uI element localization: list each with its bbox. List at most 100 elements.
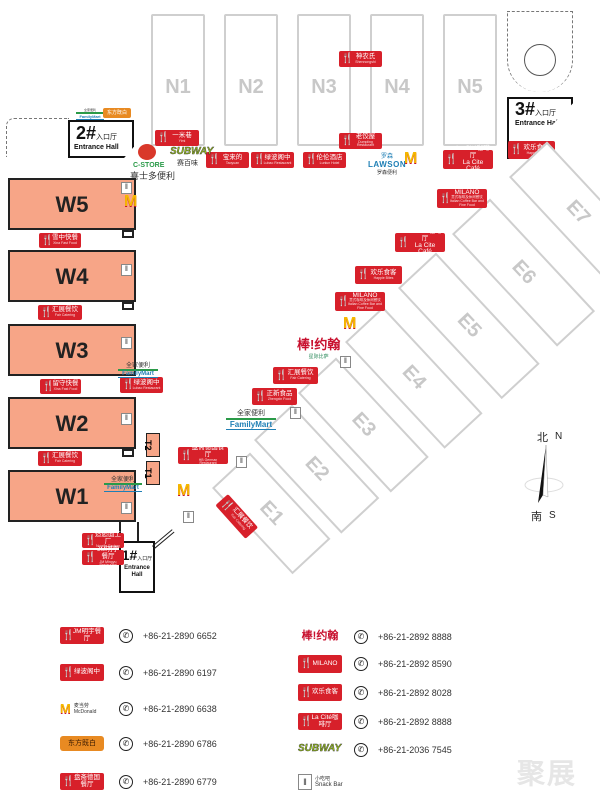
fork-knife-icon: 🍴 [157,132,170,143]
cstore-logo: C-STORE [133,162,165,169]
fork-knife-icon: 🍴 [300,686,313,698]
lawson-logo: 罗森 LAWSON 罗森便利 [368,154,407,176]
fork-knife-icon: 🍴 [40,306,53,318]
hall-w4[interactable]: W4 [8,250,136,302]
legend-item-lvboge[interactable]: 🍴绿波阁中 ✆ +86-21-2890 6197 [60,664,217,681]
fork-knife-icon: 🍴 [300,715,313,727]
fork-knife-icon: 🍴 [254,390,267,402]
fork-knife-icon: 🍴 [42,380,55,392]
legend-item-snack-bar: ǁ 小吃吧 Snack Bar [298,774,343,790]
fork-knife-icon: 🍴 [337,295,350,307]
snack-bar-icon: ǁ [121,337,132,349]
legend-item-milano[interactable]: 🍴MILANO ✆ +86-21-2892 8590 [298,655,452,673]
subway-label: 赛百味 [177,160,198,167]
tower-t2[interactable]: T2 [143,433,160,457]
hall-w2[interactable]: W2 [8,397,136,449]
cstore-tomato-icon [138,144,156,160]
phone-icon: ✆ [354,657,368,671]
phone-icon: ✆ [119,701,133,716]
legend-item-mcdonalds[interactable]: M 麦当劳 McDonald ✆ +86-21-2890 6638 [60,701,217,716]
hall-n5[interactable]: N5 [443,14,497,146]
snack-bar-icon: ǁ [183,511,194,523]
rotunda-outline [507,11,573,92]
hall-w1[interactable]: W1 [8,470,136,522]
snack-bar-icon: ǁ [121,413,132,425]
hall-n2[interactable]: N2 [224,14,278,146]
snack-bar-icon: ǁ [290,407,301,419]
legend-item-subway[interactable]: SUBWAY ✆ +86-21-2036 7545 [298,743,452,757]
hall-n3[interactable]: N3 [297,14,351,146]
fork-knife-icon: 🍴 [62,666,75,678]
phone-icon: ✆ [354,743,368,757]
dongfang-logo: 东方既白 [103,108,131,118]
dashed-annex [6,118,69,157]
mcdonalds-logo: M [343,315,357,332]
fork-knife-icon: 🍴 [305,154,318,165]
phone-icon: ✆ [119,736,133,751]
hall-n4[interactable]: N4 [370,14,424,146]
mcdonalds-logo: M [60,701,71,716]
entrance-hall-1[interactable]: 1#入口厅 Entrance Hall [119,541,155,593]
connector-box [122,449,134,457]
fork-knife-icon: 🍴 [397,236,410,248]
hall-w5[interactable]: W5 [8,178,136,230]
phone-icon: ✆ [119,774,133,789]
fork-knife-icon: 🍴 [84,534,97,546]
fork-knife-icon: 🍴 [445,153,458,165]
phone-icon: ✆ [354,685,368,700]
hall-w3[interactable]: W3 [8,324,136,376]
snack-bar-icon: ǁ [121,264,132,276]
fork-knife-icon: 🍴 [439,192,452,204]
rotunda-circle [524,44,556,76]
fork-knife-icon: 🍴 [122,379,135,390]
legend-item-german[interactable]: 🍴盘斋德国餐厅 ✆ +86-21-2890 6779 [60,773,217,790]
entrance-hall-2[interactable]: 2#入口厅 Entrance Hall [68,120,134,158]
fork-knife-icon: 🍴 [341,53,354,64]
fork-knife-icon: 🍴 [208,154,221,165]
fork-knife-icon: 🍴 [84,551,97,563]
walkway [152,529,175,550]
fork-knife-icon: 🍴 [341,135,354,146]
compass-arrow-icon [524,445,564,503]
fork-knife-icon: 🍴 [510,144,523,155]
papajohns-logo: 棒!约翰 星际比萨 [297,337,341,360]
fork-knife-icon: 🍴 [253,154,266,165]
legend-item-papajohns[interactable]: 棒!约翰 ✆ +86-21-2892 8888 [301,630,452,644]
mcdonalds-logo: M [177,482,191,499]
phone-icon: ✆ [119,628,133,643]
legend-item-huanle[interactable]: 🍴欢乐食客 ✆ +86-21-2892 8028 [298,684,452,701]
legend-item-lacite[interactable]: 🍴La Cité咖啡厅 ✆ +86-21-2892 8888 [298,713,452,730]
legend-item-jm[interactable]: 🍴JM明宇餐厅 ✆ +86-21-2890 6652 [60,627,217,644]
hall-n1[interactable]: N1 [151,14,205,146]
connector-box [122,230,134,238]
fork-knife-icon: 🍴 [62,629,75,641]
fork-knife-icon: 🍴 [62,775,75,787]
legend-item-dongfang[interactable]: 东方既白 ✆ +86-21-2890 6786 [60,736,217,751]
tower-t1[interactable]: T1 [143,461,160,485]
fork-knife-icon: 🍴 [180,449,193,461]
snack-bar-icon: ǁ [298,774,312,790]
